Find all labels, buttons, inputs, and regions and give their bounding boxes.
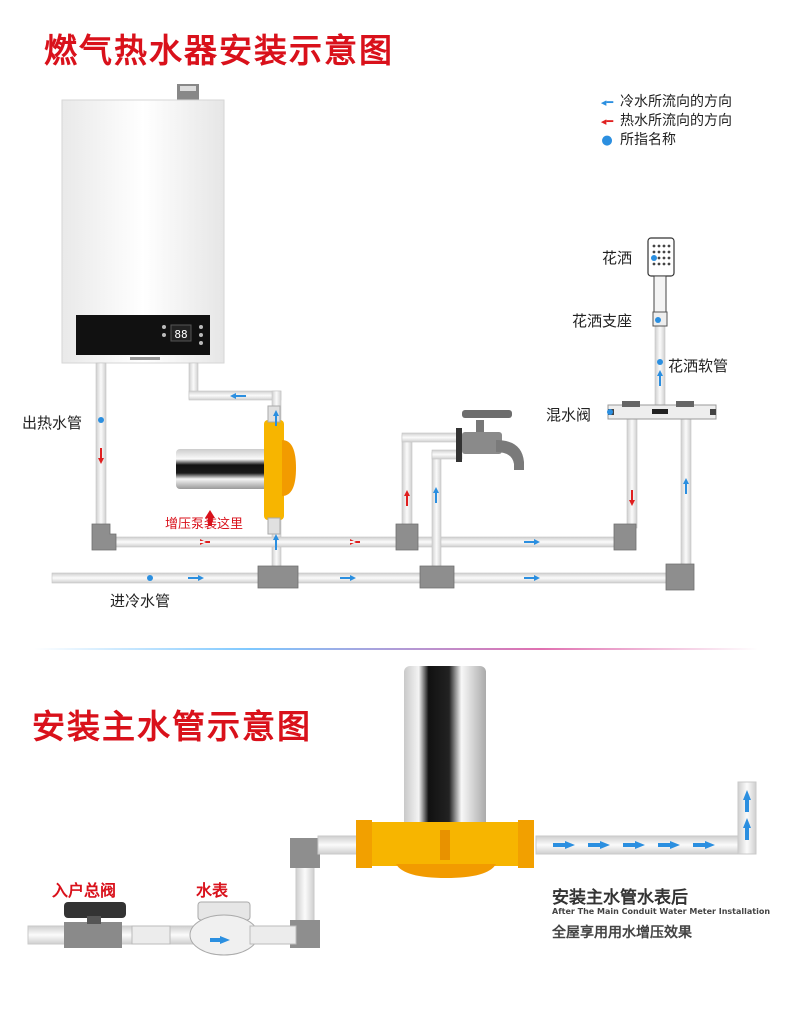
label-mixing-valve: 混水阀 [546,406,592,424]
legend-cold: ◂━ 冷水所流向的方向 [600,93,732,112]
legend-name-label: 所指名称 [620,132,676,148]
pump-pointer-arrow [205,510,215,526]
hot-arrow-icon: ◂━ [600,115,614,128]
flow-arrows-top [98,255,689,581]
label-cold-in-pipe: 进冷水管 [110,592,171,610]
label-shower-holder: 花洒支座 [572,312,633,330]
booster-pump-body [404,666,486,830]
main-valve-handle [64,902,126,918]
label-pump-note: 增压泵装这里 [165,517,244,532]
label-main-valve: 入户总阀 [52,881,117,900]
faucet [456,410,524,470]
legend-hot-label: 热水所流向的方向 [620,113,732,129]
cold-arrow-icon: ◂━ [600,96,614,109]
caption-effect: 全屋享用用水增压效果 [552,925,692,941]
legend-name: ● 所指名称 [600,131,732,150]
label-hot-out-pipe: 出热水管 [22,414,83,432]
dot-icon: ● [601,133,613,148]
main-valve-body [64,922,122,948]
pipe-fittings [91,523,695,591]
caption-english: After The Main Conduit Water Meter Insta… [552,907,771,916]
page-title-bottom: 安装主水管示意图 [32,707,312,746]
bottom-flow-arrows [210,790,751,944]
water-meter-body [189,914,259,956]
heater-display: 88 [174,328,187,341]
main-pipe-diagram [27,666,757,956]
label-shower: 花洒 [602,249,633,267]
gas-water-heater: 88 [61,84,225,364]
legend: ◂━ 冷水所流向的方向 ◂━ 热水所流向的方向 ● 所指名称 [600,93,732,150]
cold-flow-arrows [147,370,689,581]
section-divider [34,648,758,650]
name-dots [98,255,663,423]
page-title-top: 燃气热水器安装示意图 [44,31,394,70]
hot-flow-arrows [98,448,635,545]
legend-hot: ◂━ 热水所流向的方向 [600,112,732,131]
shower-head [647,237,675,327]
label-water-meter: 水表 [196,881,229,900]
legend-cold-label: 冷水所流向的方向 [620,94,732,110]
caption-title: 安装主水管水表后 [552,888,688,908]
label-shower-hose: 花洒软管 [668,357,729,375]
